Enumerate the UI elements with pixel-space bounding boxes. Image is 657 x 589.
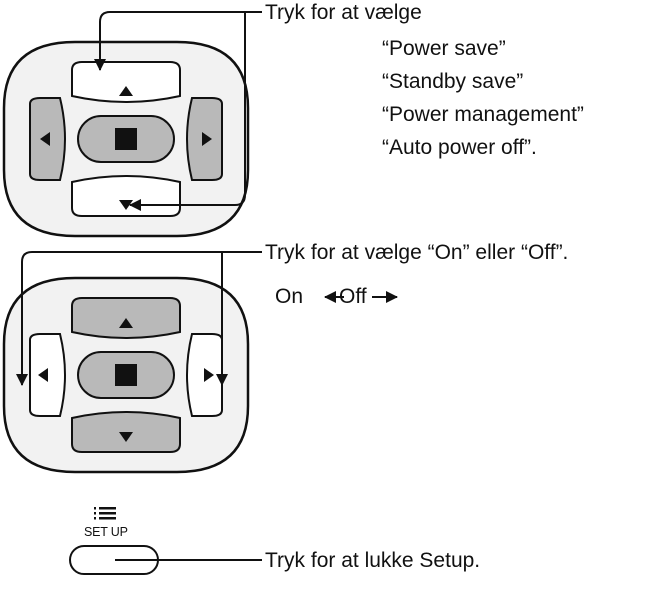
stop-square-icon [115,364,137,386]
close-setup-instruction: Tryk for at lukke Setup. [265,549,481,572]
right-arrow-icon [202,132,212,146]
down-arrow-icon [119,432,133,442]
up-arrow-icon [119,318,133,328]
menu-item-auto-power-off: “Auto power off”. [382,136,537,159]
down-button [71,175,181,217]
toggle-on-label: On [275,285,304,308]
toggle-off-label: Off [339,285,367,308]
remote-pad-leftright [2,276,250,474]
right-arrow-icon [204,368,214,382]
up-button [71,297,181,339]
menu-item-power-management: “Power management” [382,103,584,126]
up-arrow-icon [119,86,133,96]
select-on-off-instruction: Tryk for at vælge “On” eller “Off”. [265,241,569,264]
leaders-top [94,11,262,211]
setup-button-label: SET UP [84,525,128,539]
left-arrow-icon [38,368,48,382]
leaders-middle [16,251,262,386]
menu-item-standby-save: “Standby save” [382,70,524,93]
up-button [71,61,181,103]
stop-square-icon [115,128,137,150]
menu-item-power-save: “Power save” [382,37,506,60]
select-items-instruction: Tryk for at vælge [265,1,422,24]
left-arrow-icon [40,132,50,146]
remote-pad-updown [2,40,250,238]
menu-lines-icon [94,507,116,520]
